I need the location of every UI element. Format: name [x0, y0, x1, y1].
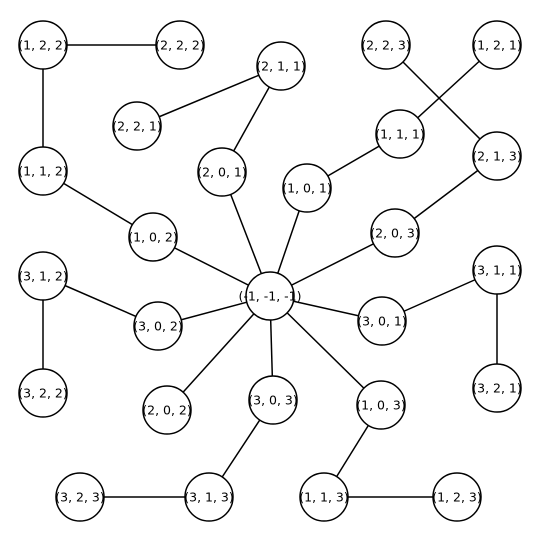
- node-n312: (3, 1, 2): [18, 251, 68, 301]
- node-circle: [472, 131, 522, 181]
- node-label: (2, 2, 2): [155, 38, 205, 53]
- node-label: (2, 0, 2): [142, 403, 192, 418]
- node-label: (1, 0, 1): [282, 181, 332, 196]
- node-circle: [55, 472, 105, 522]
- node-label: (2, 2, 3): [361, 38, 411, 53]
- node-circle: [472, 363, 522, 413]
- node-n101: (1, 0, 1): [282, 163, 332, 213]
- node-circle: [299, 472, 349, 522]
- node-n311: (3, 1, 1): [472, 245, 522, 295]
- node-label: (3, 1, 2): [18, 269, 68, 284]
- node-n322: (3, 2, 2): [18, 368, 68, 418]
- node-label: (2, 0, 3): [370, 226, 420, 241]
- node-circle: [356, 380, 406, 430]
- node-label: (2, 0, 1): [197, 165, 247, 180]
- nodes-layer: (-1, -1, -1) (1, 0, 2) (1, 1, 2) (1, 2, 2) (…: [18, 20, 522, 522]
- node-n202: (2, 0, 2): [142, 385, 192, 435]
- node-circle: [282, 163, 332, 213]
- node-label: (3, 2, 2): [18, 386, 68, 401]
- node-circle: [197, 147, 247, 197]
- node-label: (2, 1, 3): [472, 149, 522, 164]
- node-circle: [245, 271, 295, 321]
- node-circle: [18, 251, 68, 301]
- node-circle: [472, 245, 522, 295]
- node-label: (1, 1, 1): [375, 127, 425, 142]
- node-n301: (3, 0, 1): [357, 296, 407, 346]
- node-circle: [357, 296, 407, 346]
- edges-layer: [42, 44, 498, 498]
- node-label: (3, 0, 3): [248, 393, 298, 408]
- node-n323: (3, 2, 3): [55, 472, 105, 522]
- node-n102: (1, 0, 2): [128, 212, 178, 262]
- node-circle: [361, 20, 411, 70]
- node-label: (3, 1, 3): [184, 490, 234, 505]
- node-n203: (2, 0, 3): [370, 208, 420, 258]
- node-n313: (3, 1, 3): [184, 472, 234, 522]
- node-n222: (2, 2, 2): [155, 20, 205, 70]
- node-label: (1, 2, 1): [472, 38, 522, 53]
- edge-root-n103: [269, 295, 382, 406]
- node-circle: [472, 20, 522, 70]
- node-label: (1, 2, 2): [18, 38, 68, 53]
- node-circle: [128, 212, 178, 262]
- node-circle: [375, 109, 425, 159]
- edge-n211-n221: [136, 65, 282, 127]
- node-n122: (1, 2, 2): [18, 20, 68, 70]
- node-circle: [256, 41, 306, 91]
- node-label: (1, 0, 3): [356, 398, 406, 413]
- node-circle: [370, 208, 420, 258]
- edge-n213-n223: [385, 44, 498, 157]
- node-n223: (2, 2, 3): [361, 20, 411, 70]
- node-label: (3, 1, 1): [472, 263, 522, 278]
- node-n302: (3, 0, 2): [133, 301, 183, 351]
- node-n111: (1, 1, 1): [375, 109, 425, 159]
- node-n321: (3, 2, 1): [472, 363, 522, 413]
- node-n201: (2, 0, 1): [197, 147, 247, 197]
- node-label: (-1, -1, -1): [238, 289, 301, 304]
- node-circle: [133, 301, 183, 351]
- node-label: (2, 2, 1): [112, 119, 162, 134]
- node-label: (1, 0, 2): [128, 230, 178, 245]
- node-label: (1, 2, 3): [432, 490, 482, 505]
- node-circle: [18, 368, 68, 418]
- node-label: (2, 1, 1): [256, 59, 306, 74]
- node-n121: (1, 2, 1): [472, 20, 522, 70]
- node-circle: [432, 472, 482, 522]
- node-root: (-1, -1, -1): [238, 271, 302, 321]
- node-circle: [18, 20, 68, 70]
- node-label: (1, 1, 2): [18, 164, 68, 179]
- node-label: (3, 0, 1): [357, 314, 407, 329]
- node-n103: (1, 0, 3): [356, 380, 406, 430]
- node-circle: [112, 101, 162, 151]
- node-n211: (2, 1, 1): [256, 41, 306, 91]
- node-n303: (3, 0, 3): [248, 375, 298, 425]
- node-label: (1, 1, 3): [299, 490, 349, 505]
- node-n123: (1, 2, 3): [432, 472, 482, 522]
- node-circle: [184, 472, 234, 522]
- node-label: (3, 2, 1): [472, 381, 522, 396]
- node-circle: [142, 385, 192, 435]
- node-label: (3, 2, 3): [55, 490, 105, 505]
- node-n113: (1, 1, 3): [299, 472, 349, 522]
- edge-root-n202: [166, 295, 271, 411]
- node-n112: (1, 1, 2): [18, 146, 68, 196]
- node-n213: (2, 1, 3): [472, 131, 522, 181]
- node-n221: (2, 2, 1): [112, 101, 162, 151]
- node-circle: [18, 146, 68, 196]
- node-label: (3, 0, 2): [133, 319, 183, 334]
- node-circle: [248, 375, 298, 425]
- node-circle: [155, 20, 205, 70]
